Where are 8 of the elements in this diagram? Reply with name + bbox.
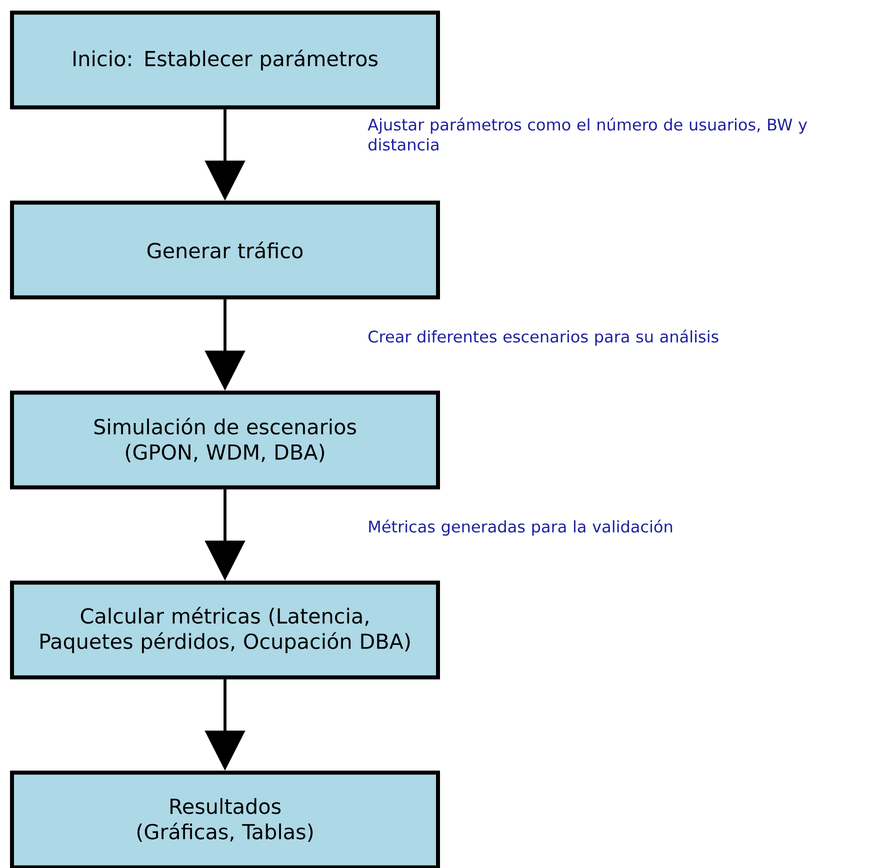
process-box: Resultados (Gráficas, Tablas) xyxy=(10,770,440,868)
note-text: Crear diferentes escenarios para su análisis xyxy=(368,330,718,346)
note-text: Métricas generadas para la validación xyxy=(369,520,672,536)
process-box: Calcular métricas (Latencia, Paquetes pérdidos, Ocupación DBA) xyxy=(10,580,440,680)
process-box: Inicio: Establecer parámetros xyxy=(10,10,440,110)
note-text: Ajustar parámetros como el número de usuarios, BW y distancia xyxy=(368,118,808,151)
process-box: Simulación de escenarios (GPON, WDM, DBA) xyxy=(10,390,440,490)
process-box: Generar tráfico xyxy=(10,200,440,300)
